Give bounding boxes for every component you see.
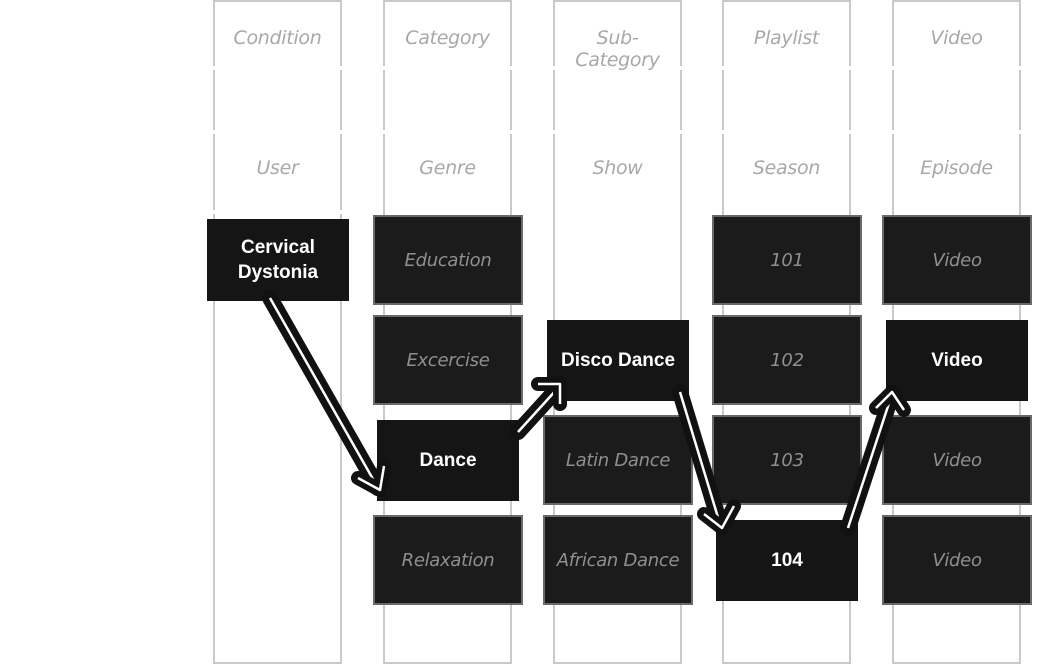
tile-subcategory-disco-dance[interactable]: Disco Dance (547, 320, 689, 401)
tile-playlist-103[interactable]: 103 (712, 415, 862, 505)
tile-category-excercise[interactable]: Excercise (373, 315, 523, 405)
column-header-subcategory: Sub-Category (575, 27, 660, 71)
tile-label: Video (932, 449, 982, 471)
tile-label: Video (932, 549, 982, 571)
tile-label: 104 (771, 550, 803, 571)
column-subheader-show: Show (592, 157, 643, 179)
tile-label: Video (932, 249, 982, 271)
column-subheader-genre: Genre (419, 157, 476, 179)
column-condition: Condition User (212, 0, 343, 664)
column-subheader-user: User (256, 157, 299, 179)
arrow-104-to-video (840, 385, 911, 536)
arrow-dance-to-disco (510, 377, 567, 440)
tile-video-4[interactable]: Video (882, 515, 1032, 605)
tile-label: 103 (770, 449, 804, 471)
tile-video-selected[interactable]: Video (886, 320, 1028, 401)
column-header-playlist: Playlist (753, 27, 820, 49)
tile-label: African Dance (556, 549, 680, 571)
column-subheader-season: Season (752, 157, 821, 179)
tile-label: Disco Dance (560, 350, 676, 371)
tile-label: Relaxation (401, 549, 495, 571)
column-header-video: Video (930, 27, 983, 49)
tile-label: Dance (419, 450, 477, 471)
tile-video-1[interactable]: Video (882, 215, 1032, 305)
tile-category-dance[interactable]: Dance (377, 420, 519, 501)
tile-playlist-104[interactable]: 104 (716, 520, 858, 601)
tile-category-education[interactable]: Education (373, 215, 523, 305)
tile-video-3[interactable]: Video (882, 415, 1032, 505)
tile-subcategory-latin-dance[interactable]: Latin Dance (543, 415, 693, 505)
tile-category-relaxation[interactable]: Relaxation (373, 515, 523, 605)
arrow-disco-to-104 (672, 384, 741, 535)
tile-label: 101 (770, 249, 804, 271)
arrow-condition-to-dance (262, 290, 391, 497)
column-header-category: Category (405, 27, 490, 49)
tile-label: Latin Dance (565, 449, 671, 471)
tile-label: Education (404, 249, 492, 271)
tile-condition-cervical-dystonia[interactable]: Cervical Dystonia (207, 219, 349, 301)
column-subheader-episode: Episode (920, 157, 993, 179)
tile-label: Video (931, 350, 983, 371)
tile-playlist-102[interactable]: 102 (712, 315, 862, 405)
tile-subcategory-african-dance[interactable]: African Dance (543, 515, 693, 605)
tile-label: Excercise (406, 349, 490, 371)
tile-playlist-101[interactable]: 101 (712, 215, 862, 305)
column-header-condition: Condition (233, 27, 322, 49)
tile-label: Cervical Dystonia (237, 237, 319, 283)
tile-label: 102 (770, 349, 804, 371)
